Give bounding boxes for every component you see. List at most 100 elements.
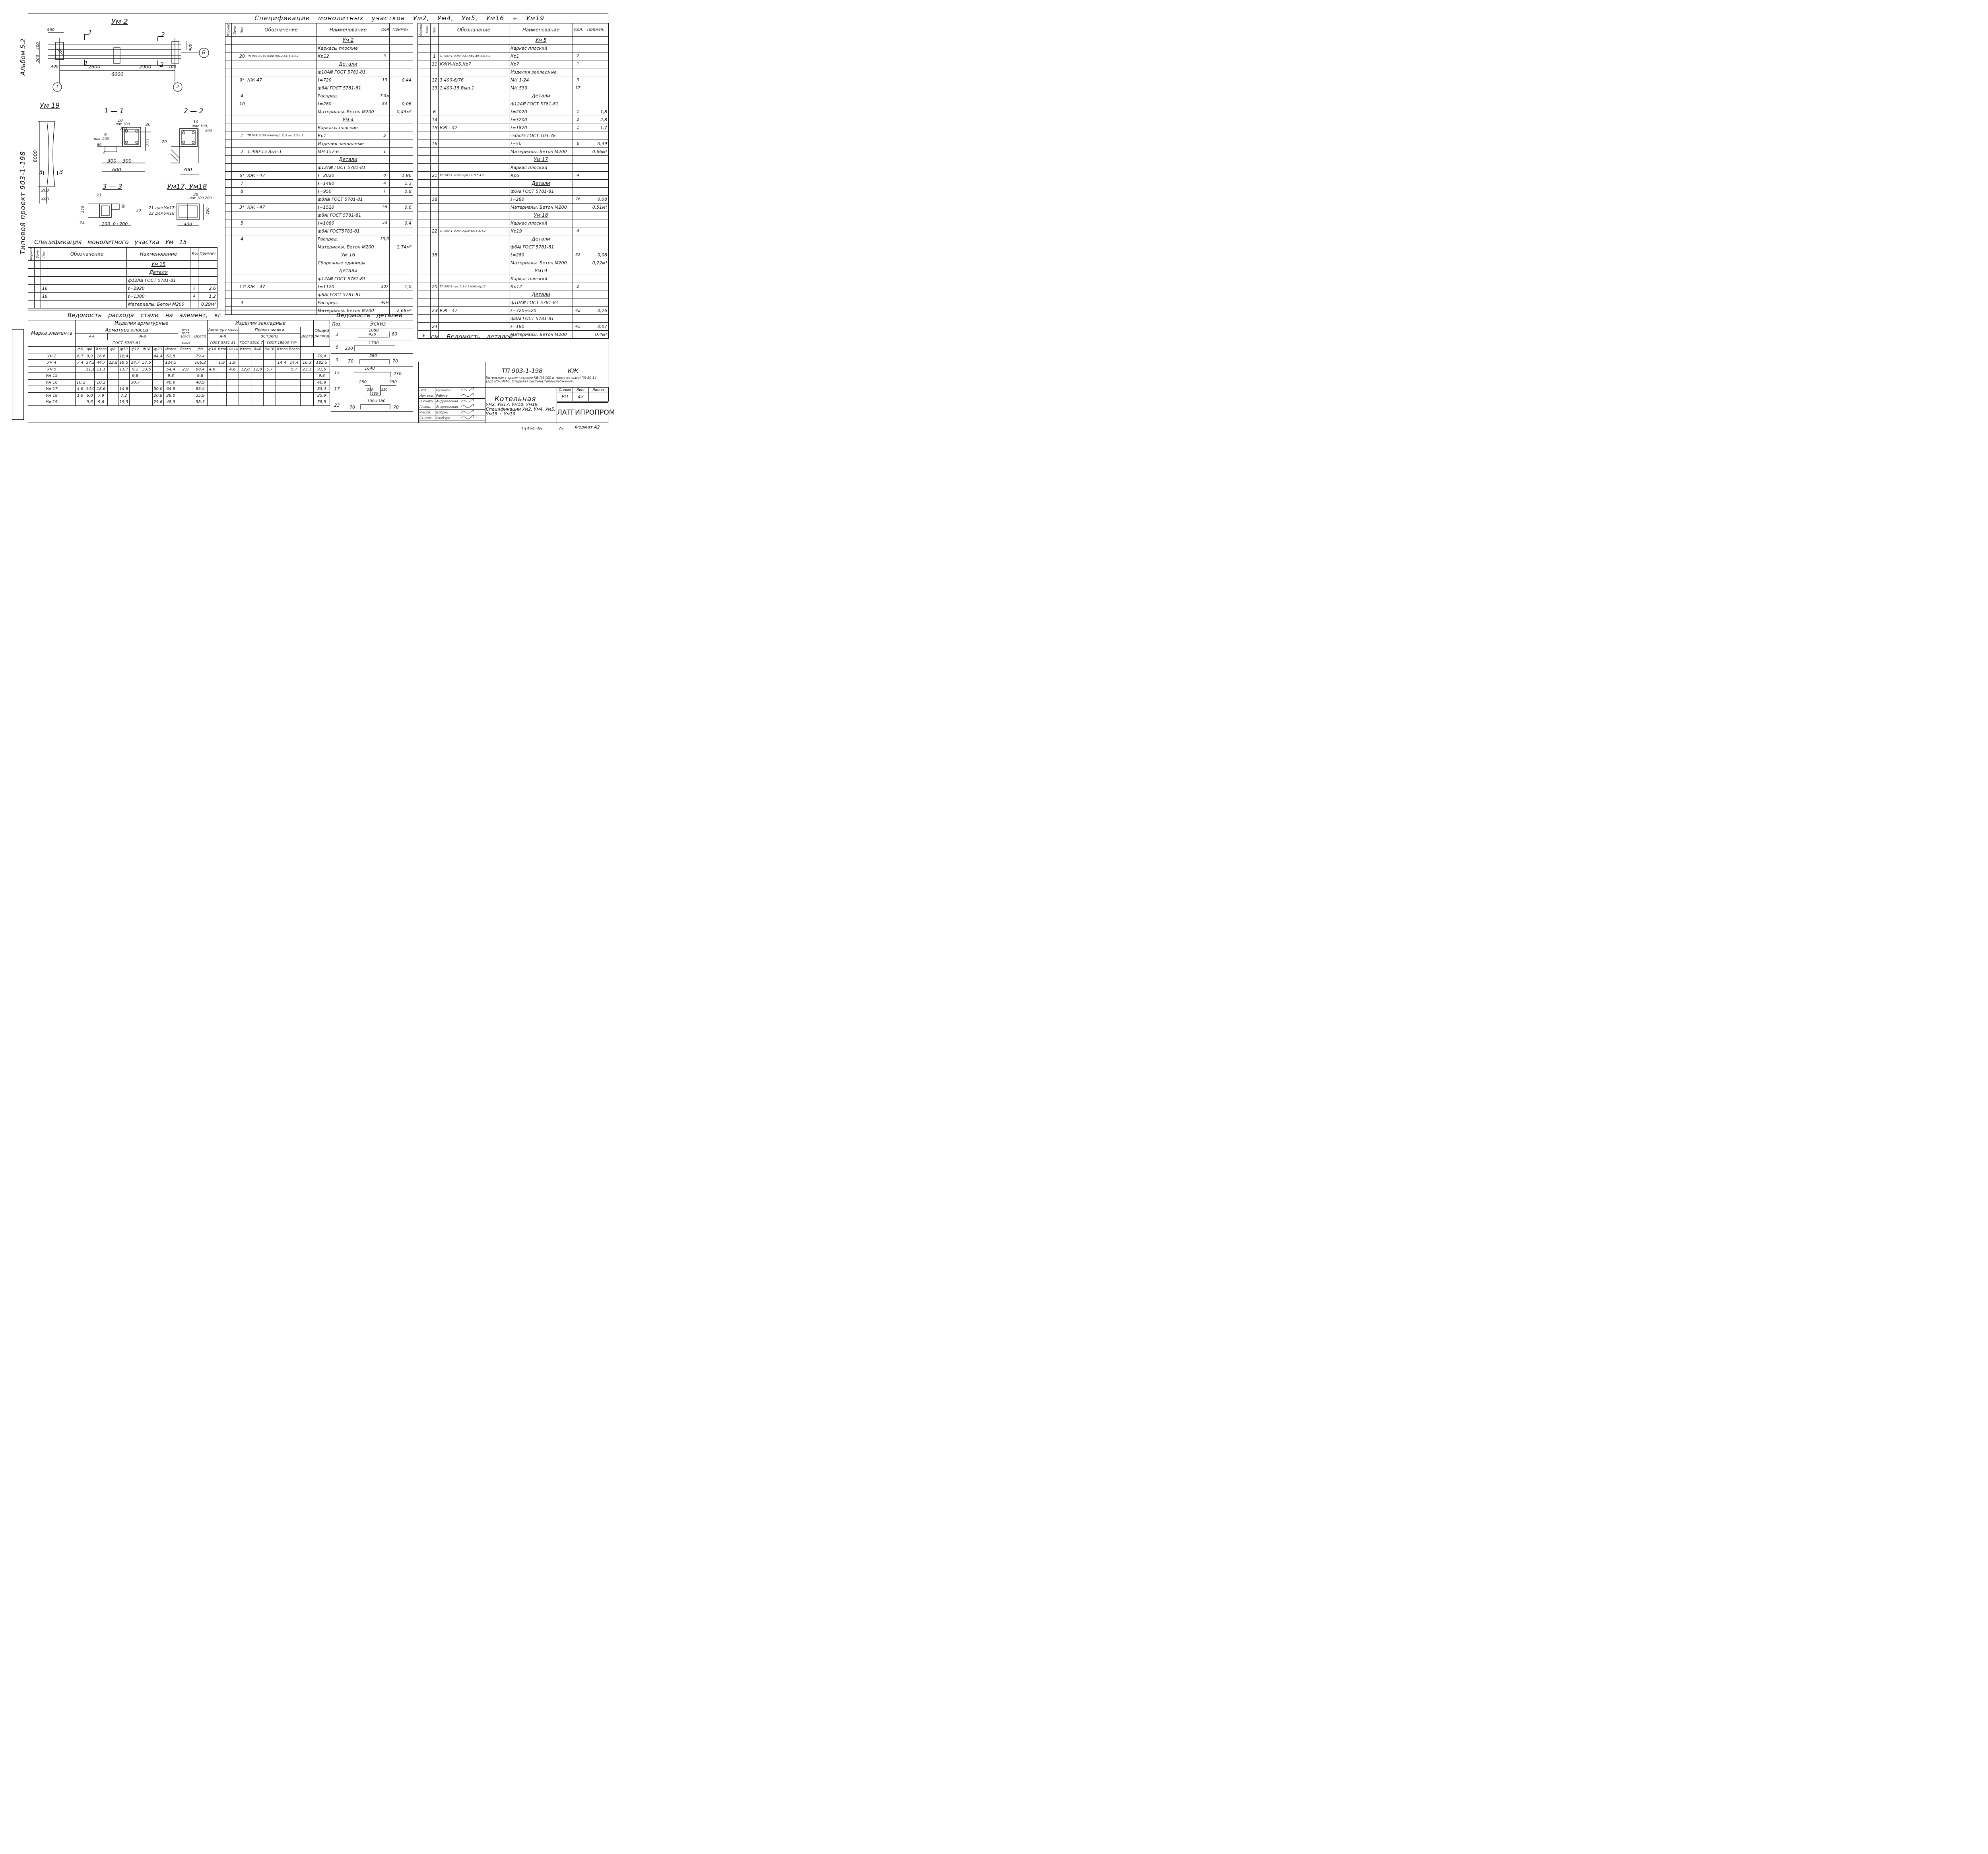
specB-format — [417, 84, 424, 92]
steel-cell — [216, 392, 227, 399]
specB-format — [417, 140, 424, 148]
steel-h-mark: Марка элемента — [27, 320, 76, 347]
specA-format — [225, 44, 232, 52]
det-sketch-6: 1790 230 — [343, 341, 413, 354]
specB-des: 1.400-15 Вып.1 — [438, 84, 509, 92]
steel-cell — [252, 392, 264, 399]
specA-pos: 10 — [238, 100, 246, 108]
specB-note — [583, 68, 609, 76]
specB-zone — [424, 195, 431, 204]
specB-h-zone: Зона — [424, 23, 431, 37]
steel-cell — [118, 379, 130, 386]
steel-h-emb-class: Арматура класса — [207, 326, 239, 334]
det3-b: 420 — [369, 332, 377, 337]
det23-c: 70 — [393, 405, 399, 410]
steel-cell: 5,7 — [263, 366, 276, 373]
specA-zone — [231, 171, 238, 180]
specB-pos: 21 — [430, 171, 439, 180]
spec15-zone — [34, 276, 41, 285]
specA-name: ℓ=1520 — [316, 203, 380, 211]
steel-cell: 9,6 — [94, 399, 108, 406]
table-row: Детали — [225, 267, 413, 275]
steel-cell: 7,4 — [75, 359, 85, 367]
specB-qty: 1 — [573, 108, 583, 116]
specA-format — [225, 243, 232, 251]
specA-name: Кр12 — [316, 52, 380, 60]
s33-p23: 23 — [96, 193, 101, 198]
steel-cell — [177, 386, 194, 393]
specB-des — [438, 163, 509, 172]
steel-col-12: ф14 — [207, 346, 217, 353]
specB-name: Каркас плоский — [509, 44, 573, 52]
steel-cell: 9,8 — [129, 372, 141, 380]
specA-name: ф8АⅢ ГОСТ 5781-81 — [316, 195, 380, 204]
specB-zone — [424, 84, 431, 92]
s11-220: 220 — [146, 139, 150, 146]
steel-cell — [226, 392, 239, 399]
steel-col-8: Итого — [163, 346, 178, 353]
specA-format — [225, 251, 232, 259]
specB-qty: 2 — [573, 52, 583, 60]
steel-cell: 6,0 — [85, 392, 95, 399]
specB-note — [583, 171, 609, 180]
specA-des — [246, 299, 316, 307]
specB-zone — [424, 283, 431, 291]
table-row: ф8АⅢ ГОСТ 5781-81 — [225, 195, 413, 204]
specB-qty: 32 — [573, 251, 583, 259]
specA-format — [225, 60, 232, 68]
steel-cell — [287, 392, 301, 399]
steel-cell — [216, 399, 227, 406]
section-3-3-title: 3 — 3 — [103, 183, 122, 191]
specA-note: 0,44 — [389, 76, 413, 84]
specA-h-note: Примеч. — [389, 23, 413, 37]
steel-cell: 29,6 — [152, 399, 164, 406]
specA-qty — [380, 68, 390, 76]
steel-cell: 30,7 — [129, 379, 141, 386]
specA-format — [225, 116, 232, 124]
det-sketch-17: 250 250 230 150 230 — [343, 379, 413, 399]
tb-signature — [459, 415, 475, 421]
table-row: ф6АI ГОСТ 5781-81 — [417, 187, 609, 196]
specB-des — [438, 36, 509, 45]
specA-zone — [231, 259, 238, 267]
tb-role: Нач.отд. — [418, 393, 435, 399]
specB-format — [417, 235, 424, 243]
cut-3-left: 3 — [39, 169, 43, 176]
specB-note — [583, 60, 609, 68]
table-row: Детали — [417, 92, 609, 100]
specA-h-zone: Зона — [231, 23, 238, 37]
det23-b: 70 — [349, 405, 355, 410]
s11-80: 80 — [97, 143, 102, 147]
steel-cell — [85, 372, 95, 380]
steel-h-prokat-v: ВСт3 ГОСТ 103-76 — [177, 326, 194, 340]
specB-qty — [573, 259, 583, 267]
specA-qty: 38 — [380, 203, 390, 211]
steel-cell — [300, 386, 314, 393]
steel-cell: 24,7 — [129, 359, 141, 367]
specB-des — [438, 147, 509, 156]
specB-des — [438, 219, 509, 227]
steel-cell — [129, 399, 141, 406]
steel-cell: 33,5 — [140, 366, 153, 373]
steel-cell: 44,7 — [94, 359, 108, 367]
specA-zone — [231, 203, 238, 211]
spec15-des — [47, 276, 127, 285]
specA-zone — [231, 108, 238, 116]
spec15-format — [28, 284, 35, 293]
steel-cell — [216, 379, 227, 386]
specB-des — [438, 291, 509, 299]
specB-qty — [573, 291, 583, 299]
specB-name: Кр6 — [509, 171, 573, 180]
steel-cell — [152, 372, 164, 380]
specA-zone — [231, 100, 238, 108]
specB-note: 0,22м³ — [583, 259, 609, 267]
specA-format — [225, 36, 232, 45]
